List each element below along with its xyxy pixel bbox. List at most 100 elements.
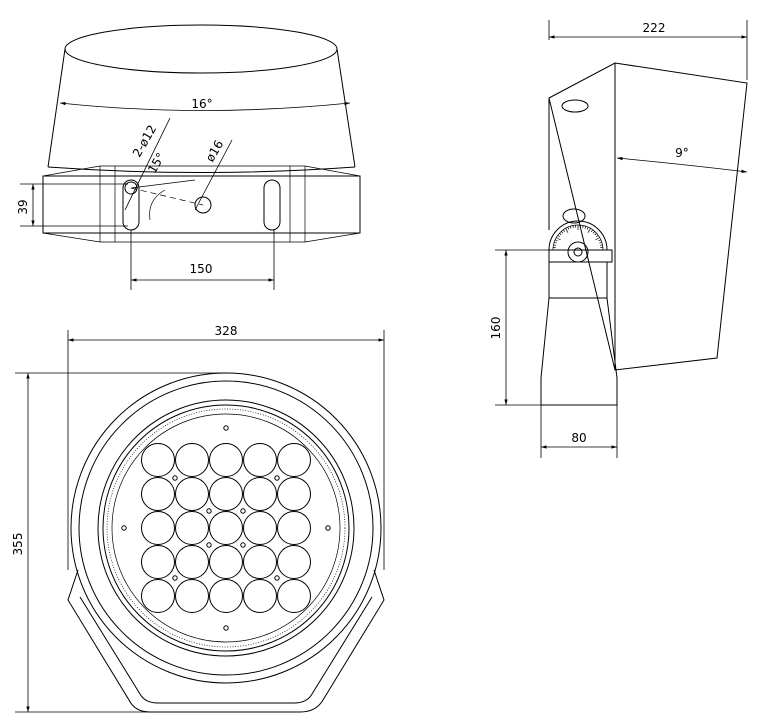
protractor-tick xyxy=(586,227,589,230)
led xyxy=(175,511,209,545)
hole-leader xyxy=(124,117,171,211)
led xyxy=(243,443,277,477)
housing-sides xyxy=(47,48,356,168)
height-left-label: 160 xyxy=(489,317,503,340)
led xyxy=(277,545,311,579)
protractor-tick xyxy=(592,231,595,234)
protractor-tick xyxy=(587,228,591,233)
slot-height-label: 39 xyxy=(16,199,30,214)
led xyxy=(209,545,243,579)
side-vent xyxy=(561,99,589,113)
led xyxy=(209,579,243,613)
base-width-label: 80 xyxy=(571,431,586,445)
led xyxy=(209,443,243,477)
lens-ellipse xyxy=(64,24,338,74)
protractor-tick xyxy=(572,225,574,229)
protractor-tick xyxy=(569,226,572,229)
right-slot xyxy=(263,179,281,231)
led xyxy=(277,511,311,545)
protractor-arc xyxy=(548,220,608,251)
screw xyxy=(274,475,280,481)
protractor-tick xyxy=(590,229,593,233)
base-extension xyxy=(540,405,618,458)
outer-ring-2 xyxy=(78,380,374,676)
led xyxy=(175,579,209,613)
led xyxy=(209,477,243,511)
yoke-outer xyxy=(67,569,385,713)
pivot-inner xyxy=(573,247,583,257)
protractor-tick xyxy=(567,227,570,230)
protractor-tick xyxy=(561,231,564,234)
front-view xyxy=(15,330,385,713)
protractor-tick xyxy=(595,235,599,238)
led xyxy=(175,477,209,511)
led xyxy=(141,443,175,477)
protractor-tick xyxy=(553,244,557,246)
screw xyxy=(325,525,331,531)
screw xyxy=(206,508,212,514)
led xyxy=(209,511,243,545)
front-width-extension xyxy=(67,330,385,570)
screw xyxy=(223,625,229,631)
bezel-ring-2 xyxy=(102,404,350,652)
slot-spacing-extension xyxy=(130,230,275,290)
left-slot-hole xyxy=(124,181,138,195)
front-width-label: 328 xyxy=(215,324,238,338)
lens-ring xyxy=(106,408,346,648)
led xyxy=(277,443,311,477)
slot-angle-line-2 xyxy=(130,179,196,189)
beam-angle-arc xyxy=(59,101,351,111)
screw xyxy=(172,575,178,581)
housing-bottom-edge xyxy=(47,166,356,173)
protractor-tick xyxy=(594,233,597,236)
center-hole xyxy=(194,196,212,214)
tilt-angle-arc xyxy=(616,156,748,173)
bracket-bottom xyxy=(42,232,361,243)
pivot-outer xyxy=(567,241,589,263)
top-view xyxy=(20,24,361,290)
side-housing xyxy=(548,62,748,371)
front-height-extension xyxy=(15,372,226,713)
protractor-tick xyxy=(565,228,569,233)
protractor-ticks xyxy=(553,225,603,251)
protractor-tick xyxy=(556,237,561,241)
protractor-tick xyxy=(554,241,557,244)
led xyxy=(277,477,311,511)
led xyxy=(175,443,209,477)
height-extension xyxy=(495,249,549,406)
angle-arc xyxy=(149,189,166,221)
led xyxy=(141,511,175,545)
mount-upper xyxy=(548,262,608,299)
slot-height-extension xyxy=(20,183,128,227)
protractor-tick xyxy=(563,229,566,233)
protractor-tick xyxy=(599,244,603,246)
tilt-angle-label: 9° xyxy=(675,146,689,160)
center-hole-label: ø16 xyxy=(203,138,226,165)
screw xyxy=(240,508,246,514)
bezel-ring xyxy=(97,399,355,657)
slot-spacing-label: 150 xyxy=(190,262,213,276)
center-leader xyxy=(194,139,233,211)
width-top-label: 222 xyxy=(643,21,666,35)
led xyxy=(243,579,277,613)
screw xyxy=(172,475,178,481)
led xyxy=(141,477,175,511)
led xyxy=(243,545,277,579)
led xyxy=(243,511,277,545)
led xyxy=(175,545,209,579)
protractor-tick xyxy=(595,237,600,241)
led xyxy=(277,579,311,613)
protractor-tick xyxy=(557,235,561,238)
protractor-tick xyxy=(599,241,602,244)
protractor-tick xyxy=(555,239,558,242)
bracket-knob xyxy=(562,208,586,224)
protractor-tick xyxy=(582,225,584,229)
protractor-tick xyxy=(584,226,587,229)
screw xyxy=(121,525,127,531)
screw xyxy=(206,542,212,548)
led xyxy=(141,545,175,579)
lens-inner xyxy=(111,413,341,643)
led-array xyxy=(121,425,331,631)
protractor-tick xyxy=(598,239,601,242)
screw xyxy=(240,542,246,548)
